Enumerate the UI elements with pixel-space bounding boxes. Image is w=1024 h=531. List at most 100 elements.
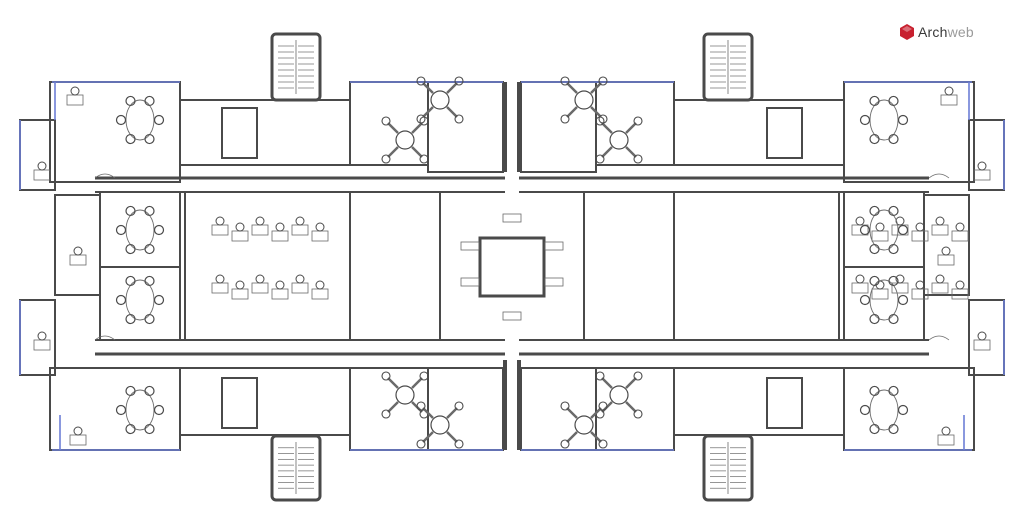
corner-office-block	[843, 367, 975, 451]
side-office	[54, 194, 101, 296]
meeting-table-icon	[381, 371, 429, 419]
corner-office-block	[49, 81, 181, 183]
workstation-pod-icon	[911, 222, 929, 242]
office	[520, 367, 597, 451]
workstation-pod-icon	[211, 274, 229, 294]
lounge-seat	[544, 277, 564, 287]
meeting-room	[843, 266, 925, 341]
service-core	[673, 99, 845, 166]
desk-cluster-icon	[859, 385, 909, 435]
workstation-pod-icon	[231, 222, 249, 242]
stairwell-icon	[270, 434, 322, 502]
workstation-pod-icon	[251, 216, 269, 236]
meeting-room	[99, 266, 181, 341]
workstation-pod-icon	[951, 222, 969, 242]
glazing	[19, 81, 1005, 451]
workstation-pod-icon	[251, 274, 269, 294]
workstation-pod-icon	[69, 426, 87, 446]
workstation-pod-icon	[851, 274, 869, 294]
meeting-table-icon	[416, 401, 464, 449]
door-swing	[94, 335, 116, 341]
elevator-shaft	[221, 377, 258, 429]
workstation-pod-icon	[940, 86, 958, 106]
workstation-pod-icon	[951, 280, 969, 300]
walls	[19, 81, 1005, 451]
open-office	[184, 191, 351, 341]
corner-office-block	[843, 81, 975, 183]
meeting-table-icon	[416, 76, 464, 124]
office	[427, 81, 504, 173]
workstation-pod-icon	[973, 331, 991, 351]
open-office	[673, 191, 840, 341]
workstation-pod-icon	[911, 280, 929, 300]
lounge-seat	[460, 277, 480, 287]
meeting-room	[99, 191, 181, 268]
workstation-pod-icon	[931, 216, 949, 236]
elevator-shaft	[221, 107, 258, 159]
executive-office	[583, 191, 675, 341]
lounge-seat	[460, 241, 480, 251]
desk-cluster-icon	[859, 205, 909, 255]
workstation-pod-icon	[291, 274, 309, 294]
workstation-pod-icon	[937, 426, 955, 446]
corner-office-block	[49, 367, 181, 451]
stairwell-icon	[702, 434, 754, 502]
central-core	[478, 236, 546, 298]
logo-name-part1: Arch	[918, 24, 948, 40]
stairwells	[270, 32, 754, 502]
service-core	[673, 367, 845, 436]
meeting-table-icon	[560, 401, 608, 449]
meeting-table-icon	[560, 76, 608, 124]
workstation-pod-icon	[291, 216, 309, 236]
workstation-pod-icon	[891, 274, 909, 294]
door-swing	[928, 335, 950, 341]
archweb-logo-mark-icon	[900, 24, 914, 40]
desk-cluster-icon	[115, 95, 165, 145]
meeting-table-icon	[595, 116, 643, 164]
office	[520, 81, 597, 173]
workstation-pod-icon	[231, 280, 249, 300]
stairwell-icon	[270, 32, 322, 102]
desk-cluster-icon	[115, 275, 165, 325]
meeting-table-icon	[595, 371, 643, 419]
desk-cluster-icon	[115, 205, 165, 255]
meeting-table-icon	[381, 116, 429, 164]
logo-name-part2: web	[947, 24, 974, 40]
workstation-pod-icon	[871, 222, 889, 242]
workstation-pod-icon	[33, 161, 51, 181]
lounge-seat	[544, 241, 564, 251]
workstation-pod-icon	[937, 246, 955, 266]
workstation-pod-icon	[871, 280, 889, 300]
office	[427, 367, 504, 451]
service-core	[179, 367, 351, 436]
lounge-seat	[502, 213, 522, 223]
door-swing	[94, 173, 116, 179]
elevator-shaft	[766, 107, 803, 159]
stairwell-icon	[702, 32, 754, 102]
archweb-logo: Archweb	[900, 22, 974, 42]
desk-cluster-icon	[115, 385, 165, 435]
workstation-pod-icon	[211, 216, 229, 236]
desk-cluster-icon	[859, 95, 909, 145]
door-swing	[928, 173, 950, 179]
desk-cluster-icon	[859, 275, 909, 325]
workstation-pod-icon	[271, 280, 289, 300]
elevator-shaft	[766, 377, 803, 429]
workstation-pod-icon	[66, 86, 84, 106]
workstation-pod-icon	[973, 161, 991, 181]
furniture	[33, 76, 991, 449]
workstation-pod-icon	[271, 222, 289, 242]
workstation-pod-icon	[851, 216, 869, 236]
workstation-pod-icon	[33, 331, 51, 351]
side-office	[923, 194, 970, 296]
workstation-pod-icon	[311, 280, 329, 300]
lounge-seat	[502, 311, 522, 321]
workstation-pod-icon	[931, 274, 949, 294]
side-bay	[968, 299, 1005, 376]
logo-wordmark: Archweb	[918, 25, 974, 39]
service-core	[179, 99, 351, 166]
meeting-room	[843, 191, 925, 268]
workstation-pod-icon	[311, 222, 329, 242]
workstation-pod-icon	[69, 246, 87, 266]
